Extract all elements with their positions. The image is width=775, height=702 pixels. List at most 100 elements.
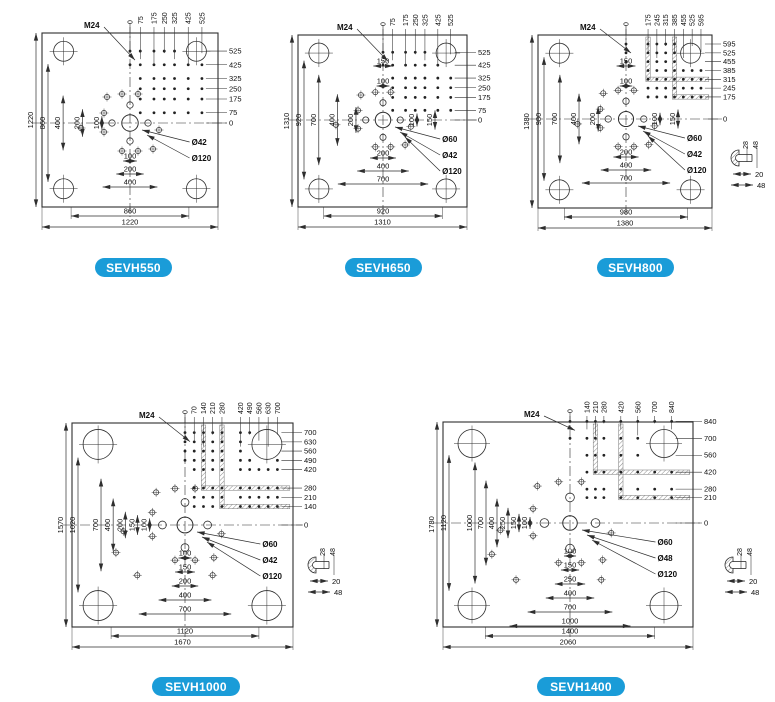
svg-text:325: 325 [229,74,242,83]
svg-text:1670: 1670 [174,638,191,647]
svg-text:700: 700 [275,402,282,414]
svg-text:M24: M24 [139,411,155,420]
svg-text:175: 175 [229,95,242,104]
bolt-hole-grid [487,419,674,585]
svg-text:280: 280 [219,402,226,414]
model-badge-sevh1400: SEVH1400 [537,677,625,696]
svg-text:175: 175 [646,14,653,26]
svg-text:1380: 1380 [522,113,531,130]
svg-text:920: 920 [377,207,390,216]
svg-text:20: 20 [332,577,340,586]
svg-text:200: 200 [588,113,597,126]
svg-text:400: 400 [53,117,62,130]
svg-text:Ø120: Ø120 [658,570,678,579]
svg-text:150: 150 [668,113,677,126]
bolt-hole-grid [111,431,279,580]
svg-text:200: 200 [115,519,124,532]
svg-text:100: 100 [620,77,633,86]
svg-text:150: 150 [564,561,577,570]
svg-text:1000: 1000 [465,515,474,532]
svg-text:525: 525 [690,14,697,26]
svg-text:700: 700 [91,519,100,532]
svg-text:700: 700 [704,434,717,443]
svg-text:1120: 1120 [439,515,448,531]
svg-text:980: 980 [620,208,633,217]
svg-text:Ø42: Ø42 [442,151,458,160]
svg-text:525: 525 [199,12,206,24]
svg-text:525: 525 [448,14,455,26]
svg-text:700: 700 [304,428,317,437]
svg-text:0: 0 [704,519,708,528]
svg-text:20: 20 [755,170,763,179]
svg-text:525: 525 [478,48,491,57]
svg-text:630: 630 [266,402,273,414]
svg-text:400: 400 [327,114,336,127]
svg-text:0: 0 [183,410,190,414]
bolt-hole-grid [573,42,703,152]
svg-text:0: 0 [128,20,135,24]
svg-text:Ø42: Ø42 [262,556,278,565]
svg-text:75: 75 [390,18,397,26]
svg-text:250: 250 [564,575,577,584]
svg-text:75: 75 [478,106,486,115]
svg-text:100: 100 [650,113,659,126]
model-badge-sevh550: SEVH550 [95,258,172,277]
svg-text:700: 700 [179,605,192,614]
svg-text:1120: 1120 [177,627,193,636]
svg-text:595: 595 [723,40,736,49]
svg-text:1220: 1220 [26,112,35,129]
svg-text:0: 0 [478,116,482,125]
svg-text:700: 700 [377,175,390,184]
svg-text:48: 48 [751,588,759,597]
svg-text:Ø120: Ø120 [442,167,462,176]
svg-text:200: 200 [620,148,633,157]
svg-text:420: 420 [704,468,717,477]
svg-text:425: 425 [435,14,442,26]
svg-text:70: 70 [192,406,199,414]
svg-text:860: 860 [124,207,137,216]
svg-text:455: 455 [723,57,736,66]
svg-text:325: 325 [422,14,429,26]
svg-text:48: 48 [747,548,754,556]
svg-text:175: 175 [403,14,410,26]
svg-text:400: 400 [179,591,192,600]
svg-text:150: 150 [127,519,136,532]
svg-text:0: 0 [304,521,308,530]
svg-text:980: 980 [534,113,543,126]
svg-text:28: 28 [743,141,750,149]
svg-text:425: 425 [478,61,491,70]
svg-text:0: 0 [624,22,631,26]
svg-text:700: 700 [476,517,485,530]
svg-text:2060: 2060 [560,638,577,647]
svg-text:1310: 1310 [374,218,391,227]
svg-text:1780: 1780 [427,516,436,533]
svg-text:630: 630 [304,437,317,446]
svg-text:840: 840 [704,417,717,426]
svg-text:1000: 1000 [562,617,579,626]
svg-text:150: 150 [179,563,192,572]
svg-text:490: 490 [304,456,317,465]
svg-text:280: 280 [601,401,608,413]
svg-text:48: 48 [757,181,765,190]
svg-text:28: 28 [737,548,744,556]
svg-text:0: 0 [381,22,388,26]
svg-text:700: 700 [652,401,659,413]
svg-text:280: 280 [704,485,717,494]
svg-text:20: 20 [749,577,757,586]
svg-text:Ø60: Ø60 [262,540,278,549]
svg-text:840: 840 [669,401,676,413]
svg-text:400: 400 [124,178,137,187]
svg-text:1400: 1400 [562,627,579,636]
svg-text:Ø120: Ø120 [262,572,282,581]
svg-text:1220: 1220 [122,218,139,227]
svg-text:Ø120: Ø120 [192,154,212,163]
